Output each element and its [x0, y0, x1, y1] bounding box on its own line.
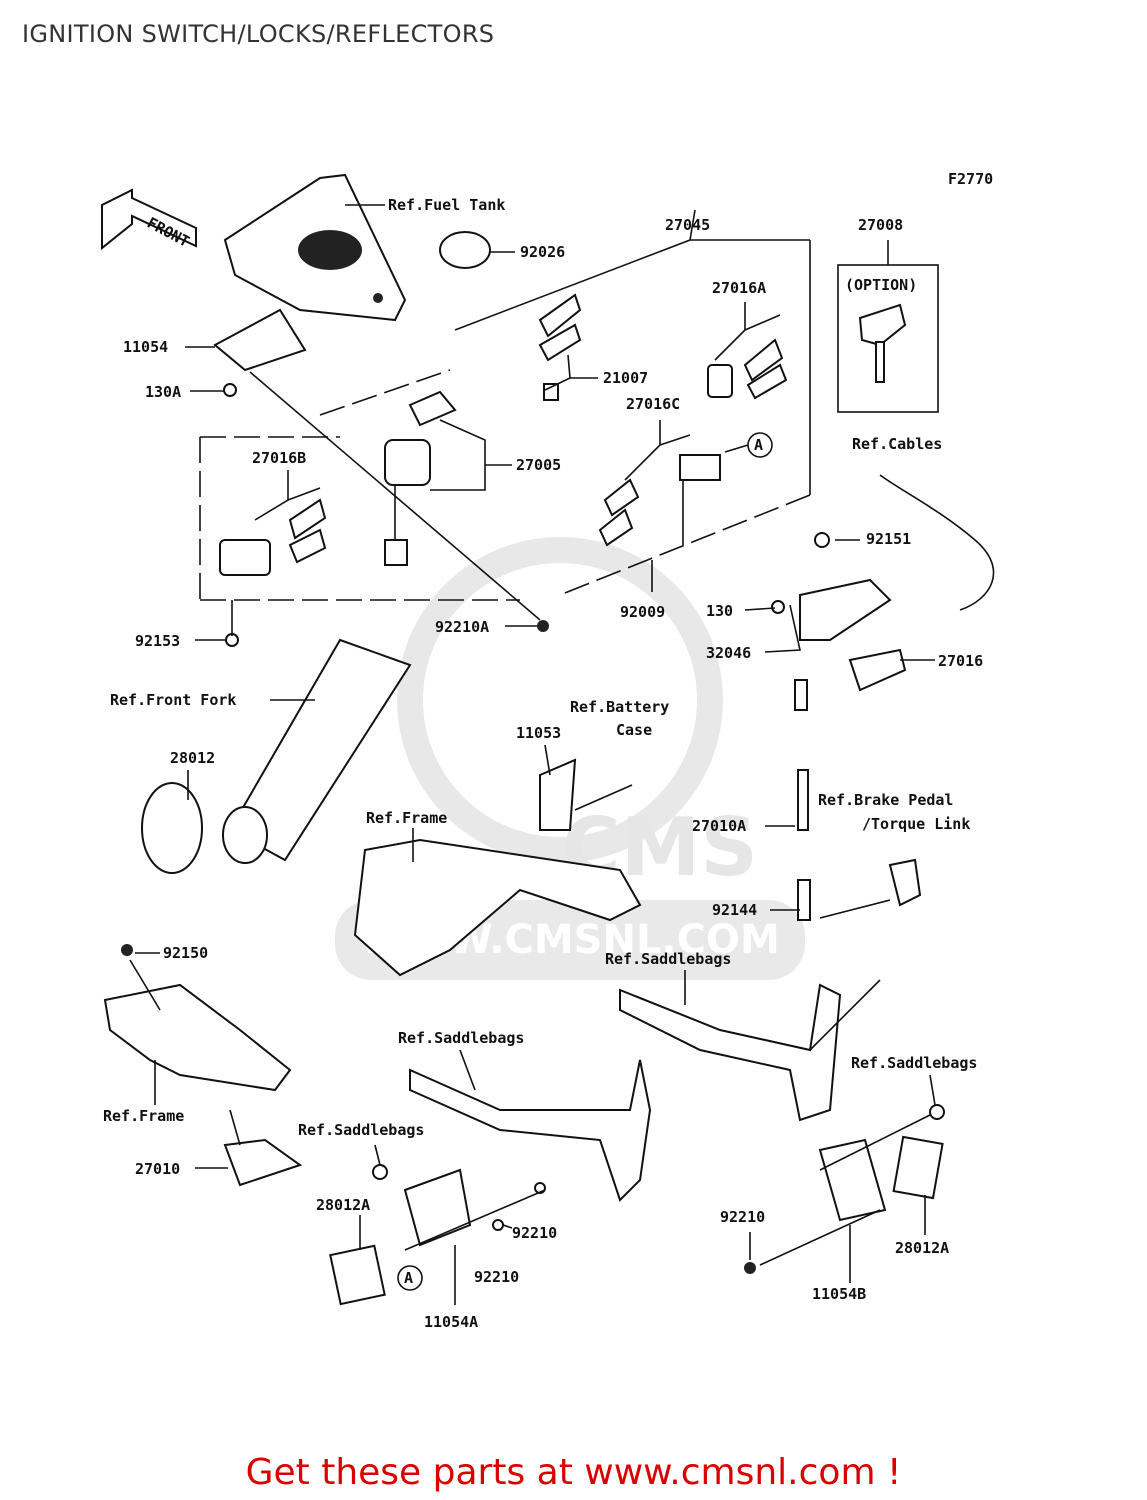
- label-28012A-left: 28012A: [316, 1196, 370, 1214]
- ignition-switch-part: [384, 390, 457, 566]
- label-27010A: 27010A: [692, 817, 746, 835]
- label-ref-front-fork: Ref.Front Fork: [110, 691, 236, 709]
- label-21007: 21007: [603, 369, 648, 387]
- label-11053: 11053: [516, 724, 561, 742]
- label-92210-a: 92210: [512, 1224, 557, 1242]
- keys-part: [538, 293, 582, 401]
- front-fork-part: [141, 638, 412, 874]
- reflector-right-part: [818, 1135, 944, 1222]
- label-ref-saddlebags-4: Ref.Saddlebags: [298, 1121, 424, 1139]
- cta-link[interactable]: Get these parts at www.cmsnl.com !: [245, 1452, 902, 1493]
- figure-id: F2770: [948, 170, 993, 188]
- label-92153: 92153: [135, 632, 180, 650]
- label-92210-right: 92210: [720, 1208, 765, 1226]
- label-130: 130: [706, 602, 733, 620]
- cable-part: [879, 474, 995, 611]
- label-28012: 28012: [170, 749, 215, 767]
- lock-27016C-part: [598, 454, 721, 547]
- label-27016C: 27016C: [626, 395, 680, 413]
- label-ref-brake-pedal-2: /Torque Link: [862, 815, 970, 833]
- label-27016: 27016: [938, 652, 983, 670]
- label-92009: 92009: [620, 603, 665, 621]
- label-32046: 32046: [706, 644, 751, 662]
- label-27010: 27010: [135, 1160, 180, 1178]
- saddlebag-bracket-left-part: [409, 1059, 652, 1202]
- label-11054A: 11054A: [424, 1313, 478, 1331]
- label-27045: 27045: [665, 216, 710, 234]
- label-ref-saddlebags-2: Ref.Saddlebags: [398, 1029, 524, 1047]
- fuel-tank-part: [223, 173, 407, 322]
- reflector-left-part: [329, 1168, 472, 1306]
- label-ref-battery-2: Case: [616, 721, 652, 739]
- label-27005: 27005: [516, 456, 561, 474]
- label-92210A: 92210A: [435, 618, 489, 636]
- label-11054B: 11054B: [812, 1285, 866, 1303]
- ring-part: [439, 231, 491, 269]
- label-27016B: 27016B: [252, 449, 306, 467]
- frame-part: [353, 758, 642, 977]
- label-130A: 130A: [145, 383, 181, 401]
- saddlebag-bracket-right-part: [619, 983, 842, 1122]
- lock-27016B-part: [219, 498, 327, 576]
- label-ref-fuel-tank: Ref.Fuel Tank: [388, 196, 505, 214]
- label-92210-b: 92210: [474, 1268, 519, 1286]
- label-ref-saddlebags-1: Ref.Saddlebags: [605, 950, 731, 968]
- label-ref-frame-2: Ref.Frame: [103, 1107, 184, 1125]
- key-icon: [858, 303, 907, 383]
- label-27016A: 27016A: [712, 279, 766, 297]
- lower-frame-part: [103, 944, 303, 1187]
- label-ref-frame-1: Ref.Frame: [366, 809, 447, 827]
- parts-diagram: WWW.CMSNL.COM CMS FRONT: [101, 170, 995, 1331]
- label-92144: 92144: [712, 901, 757, 919]
- page-title: IGNITION SWITCH/LOCKS/REFLECTORS: [22, 20, 495, 48]
- brake-switch-part: [794, 679, 922, 921]
- label-ref-saddlebags-3: Ref.Saddlebags: [851, 1054, 977, 1072]
- label-ref-battery-1: Ref.Battery: [570, 698, 669, 716]
- bracket-11054-part: [213, 308, 307, 372]
- lock-keys-part: [707, 338, 788, 400]
- label-27008: 27008: [858, 216, 903, 234]
- label-ref-cables: Ref.Cables: [852, 435, 942, 453]
- label-92026: 92026: [520, 243, 565, 261]
- label-option: (OPTION): [845, 276, 917, 294]
- label-92151: 92151: [866, 530, 911, 548]
- label-circle-a: A: [754, 436, 763, 454]
- label-circle-a2: A: [404, 1269, 413, 1287]
- label-92150: 92150: [163, 944, 208, 962]
- label-ref-brake-pedal-1: Ref.Brake Pedal: [818, 791, 953, 809]
- lock-27016-part: [771, 532, 907, 692]
- label-28012A-right: 28012A: [895, 1239, 949, 1257]
- label-11054: 11054: [123, 338, 168, 356]
- front-arrow-icon: FRONT: [101, 188, 197, 251]
